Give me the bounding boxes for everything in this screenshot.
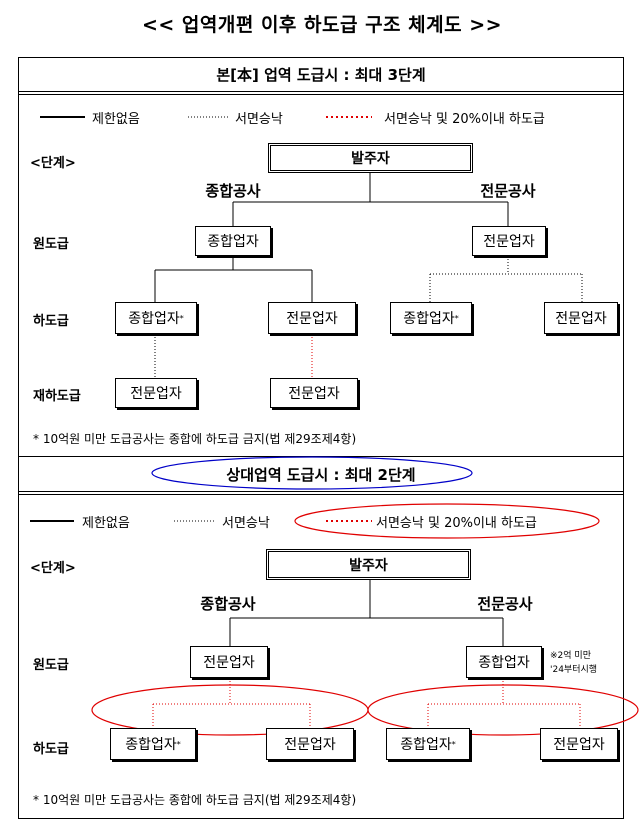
sub-specialty-box: 전문업자	[266, 728, 354, 760]
heading-highlight-ellipse	[151, 456, 473, 490]
legend-dotted-label: 서면승낙	[235, 112, 283, 127]
stage-prime-label: 원도급	[33, 658, 69, 673]
footnote-marker: *	[179, 313, 184, 323]
resub-specialty-box: 전문업자	[115, 378, 197, 408]
legend-highlight-ellipse	[294, 503, 600, 539]
prime-specialty-box: 전문업자	[190, 646, 268, 678]
stage-resub-label: 재하도급	[33, 389, 81, 404]
stage-prime-label: 원도급	[33, 237, 69, 252]
box-label: 종합업자	[400, 737, 452, 753]
stage-header: <단계>	[30, 156, 76, 171]
box-label: 종합업자	[403, 311, 455, 327]
stage-header: <단계>	[30, 561, 76, 576]
sub-general-box: 종합업자*	[115, 302, 197, 334]
section1-heading: 본[本] 업역 도급시 : 최대 3단계	[216, 66, 426, 84]
legend-dotted-label: 서면승낙	[222, 516, 270, 531]
section2-heading: 상대업역 도급시 : 최대 2단계	[226, 466, 416, 484]
resub-specialty-box: 전문업자	[270, 378, 358, 408]
side-note: '24부터시행	[550, 665, 598, 675]
stage-sub-label: 하도급	[33, 742, 69, 757]
sub-specialty-box: 전문업자	[540, 728, 618, 760]
legend-solid-label: 제한없음	[82, 516, 130, 531]
divider	[18, 91, 624, 92]
sub-specialty-box: 전문업자	[268, 302, 356, 334]
prime-specialty-box: 전문업자	[472, 226, 546, 256]
sub-general-box: 종합업자*	[386, 728, 470, 760]
footnote: * 10억원 미만 도급공사는 종합에 하도급 금지(법 제29조제4항)	[33, 793, 357, 807]
divider	[18, 491, 624, 492]
divider	[18, 494, 624, 495]
stage-sub-label: 하도급	[33, 314, 69, 329]
legend-red-dotted-label: 서면승낙 및 20%이내 하도급	[384, 112, 545, 127]
divider	[18, 94, 624, 95]
legend-red-dotted-label: 서면승낙 및 20%이내 하도급	[376, 516, 537, 531]
prime-general-box: 종합업자	[195, 226, 271, 256]
footnote-marker: *	[176, 739, 181, 749]
footnote-marker: *	[454, 313, 459, 323]
footnote: * 10억원 미만 도급공사는 종합에 하도급 금지(법 제29조제4항)	[33, 432, 357, 446]
box-label: 종합업자	[125, 737, 177, 753]
category-specialty: 전문공사	[477, 595, 533, 613]
diagram-frame	[18, 57, 624, 819]
side-note: ※2억 미만	[550, 651, 591, 661]
category-general: 종합공사	[205, 182, 261, 200]
client-box: 발주자	[268, 143, 473, 173]
category-general: 종합공사	[200, 595, 256, 613]
legend-solid-label: 제한없음	[92, 112, 140, 127]
sub-general-box: 종합업자*	[390, 302, 472, 334]
footnote-marker: *	[451, 739, 456, 749]
client-box: 발주자	[266, 549, 471, 580]
category-specialty: 전문공사	[480, 182, 536, 200]
sub-specialty-box: 전문업자	[544, 302, 618, 334]
prime-general-box: 종합업자	[466, 646, 542, 678]
specialty-sub-highlight-ellipse	[367, 684, 639, 736]
box-label: 종합업자	[128, 311, 180, 327]
sub-general-box: 종합업자*	[110, 728, 196, 760]
page-title: << 업역개편 이후 하도급 구조 체계도 >>	[141, 14, 503, 36]
